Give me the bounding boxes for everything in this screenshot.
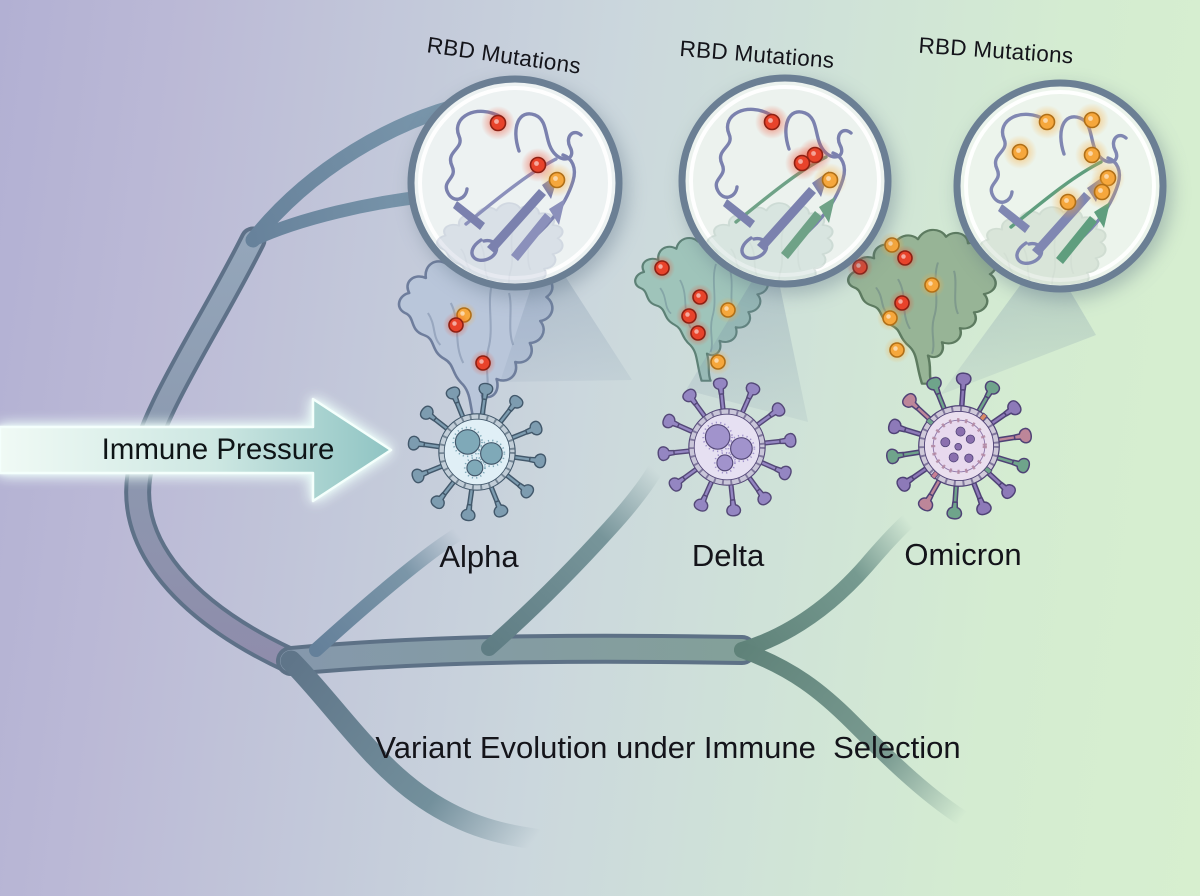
mutation-dot-orange [813, 163, 847, 197]
virus-particles [407, 372, 1032, 522]
mutation-dot-red [755, 105, 789, 139]
branch-down-left [280, 650, 546, 850]
immune-pressure-arrow [0, 397, 393, 503]
mutation-dot-red [443, 312, 469, 338]
mutation-dot-orange [1075, 103, 1109, 137]
virus-delta [657, 377, 797, 517]
mutation-dot-orange [877, 305, 903, 331]
mutation-dot-orange [1030, 105, 1064, 139]
variant-label-delta: Delta [691, 538, 765, 573]
mutation-dot-red [687, 284, 713, 310]
branch-up-delta [481, 462, 663, 656]
branch-down-right [734, 642, 970, 826]
virus-alpha [407, 382, 547, 522]
virus-omicron [886, 372, 1032, 520]
spike-mutation-dots [443, 232, 945, 376]
mutation-dot-orange [884, 337, 910, 363]
variant-label-omicron: Omicron [904, 537, 1022, 572]
branch-up-omicron [734, 513, 916, 658]
magnifier-alpha [407, 75, 623, 291]
mutation-dot-red [685, 320, 711, 346]
mutation-dot-red [785, 146, 819, 180]
immune-pressure-label: Immune Pressure [101, 433, 335, 466]
mutation-dot-orange [1085, 175, 1119, 209]
phylogeny-branches [124, 83, 970, 850]
mutation-dot-orange [1051, 185, 1085, 219]
branch-up-mid-alpha [309, 527, 465, 657]
branch-root-s-curve [124, 226, 305, 675]
magnifier-omicron [953, 79, 1167, 293]
cone-alpha [500, 245, 632, 382]
mutation-dot-red [481, 106, 515, 140]
mutation-dot-red [892, 245, 918, 271]
mutation-dot-red [470, 350, 496, 376]
mutation-dot-orange [919, 272, 945, 298]
mutation-dot-red [649, 255, 675, 281]
variant-label-alpha: Alpha [439, 539, 519, 574]
magnifier-delta [678, 74, 892, 288]
mutation-dot-orange [1003, 135, 1037, 169]
mutation-dot-orange [540, 163, 574, 197]
branch-trunk [276, 633, 757, 676]
mutation-dot-orange [705, 349, 731, 375]
figure-caption: Variant Evolution under Immune Selection [375, 730, 961, 765]
mutation-dot-orange [715, 297, 741, 323]
